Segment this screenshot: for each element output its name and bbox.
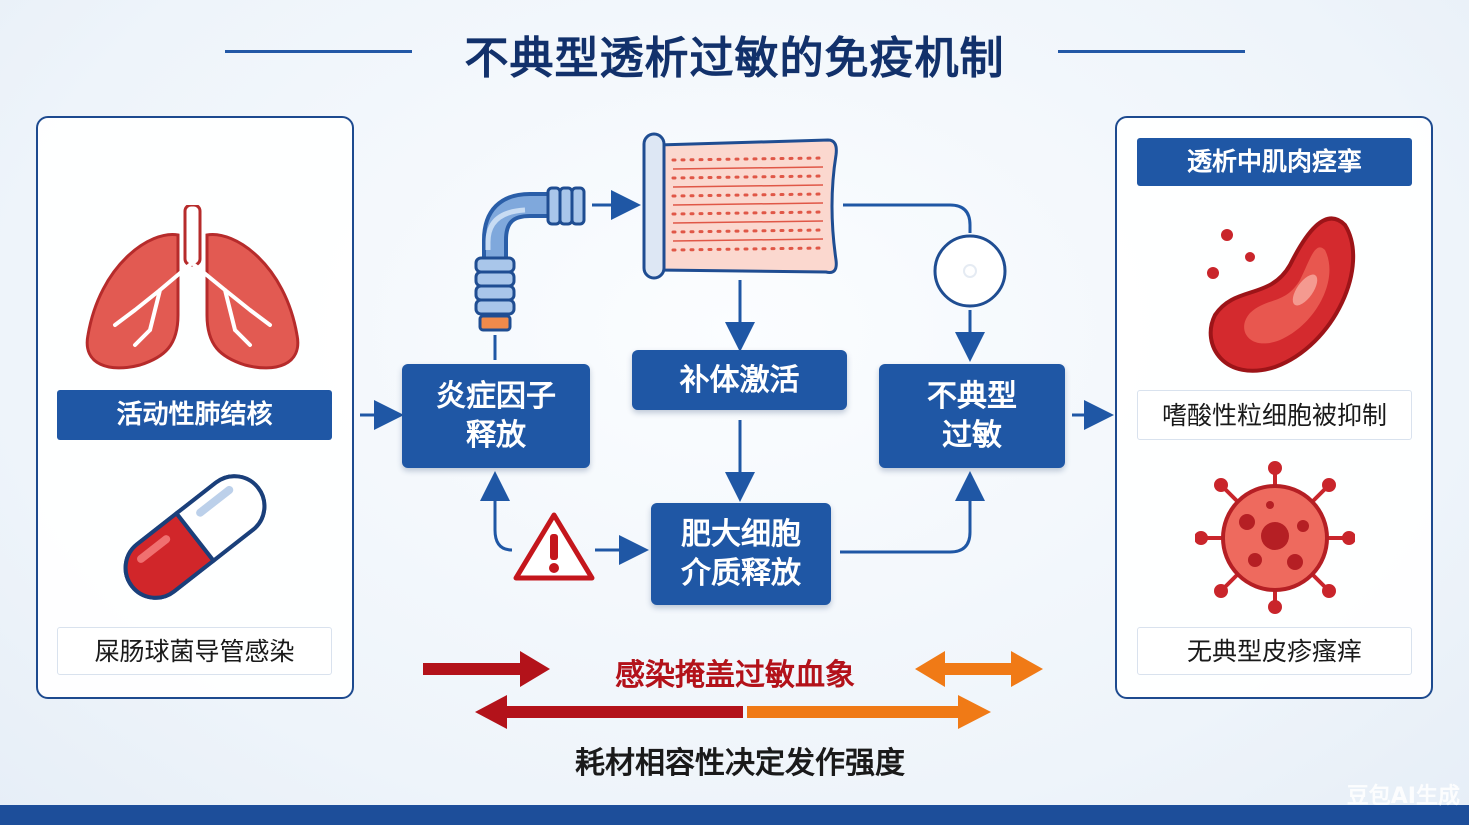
dialysis-tube-icon: [470, 180, 595, 335]
title-line-left: [225, 50, 412, 53]
red-blood-cell-icon: [1195, 205, 1365, 375]
left-label-top: 活动性肺结核: [57, 390, 332, 440]
footer-bar: [0, 805, 1469, 825]
node-complement-activation: 补体激活: [632, 350, 847, 410]
right-label-bottom: 无典型皮疹瘙痒: [1137, 627, 1412, 675]
right-label-middle: 嗜酸性粒细胞被抑制: [1137, 390, 1412, 440]
watermark: 豆包AI生成: [1346, 784, 1460, 809]
masking-text: 感染掩盖过敏血象: [615, 658, 855, 693]
compatibility-text: 耗材相容性决定发作强度: [575, 746, 905, 781]
node-inflammatory-label: 炎症因子 释放: [436, 379, 556, 453]
lungs-icon: [80, 205, 305, 375]
capsule-icon: [105, 465, 285, 610]
right-header: 透析中肌肉痉挛: [1137, 138, 1412, 186]
node-atypical-allergy: 不典型 过敏: [879, 364, 1065, 468]
warning-icon: [512, 510, 596, 584]
page-title: 不典型透析过敏的免疫机制: [464, 33, 1005, 84]
junction-circle: [932, 233, 1008, 309]
node-inflammatory-release: 炎症因子 释放: [402, 364, 590, 468]
dialyzer-membrane-icon: [638, 130, 848, 282]
left-label-bottom: 屎肠球菌导管感染: [57, 627, 332, 675]
node-complement-label: 补体激活: [679, 362, 800, 398]
title-line-right: [1058, 50, 1245, 53]
node-mast-cell-release: 肥大细胞 介质释放: [651, 503, 831, 605]
bottom-arrows: [415, 645, 1055, 730]
node-mast-cell-label: 肥大细胞 介质释放: [681, 517, 801, 591]
node-atypical-label: 不典型 过敏: [927, 379, 1017, 453]
virus-icon: [1195, 460, 1355, 615]
